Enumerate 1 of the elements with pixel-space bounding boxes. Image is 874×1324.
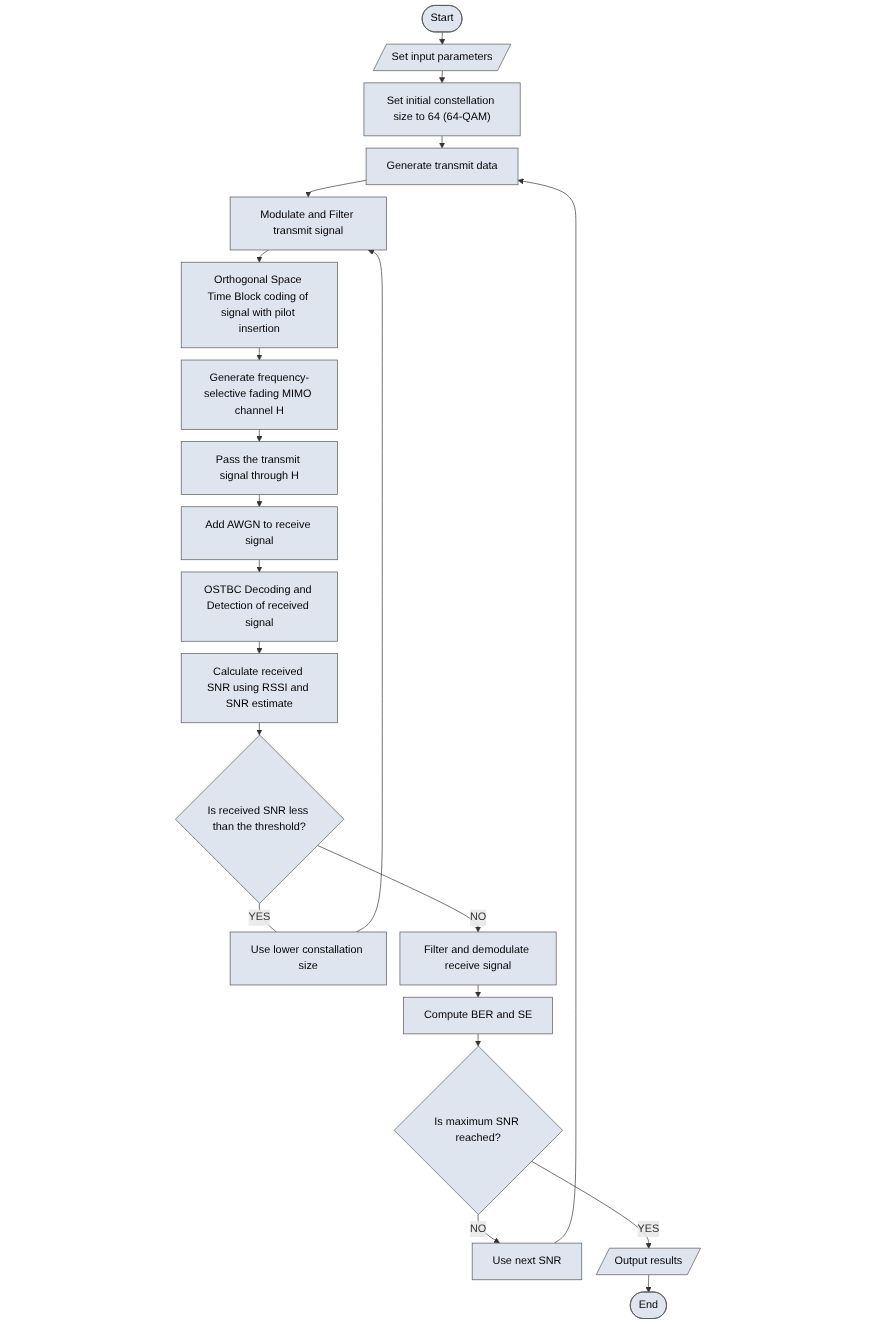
- connector: [258, 903, 276, 933]
